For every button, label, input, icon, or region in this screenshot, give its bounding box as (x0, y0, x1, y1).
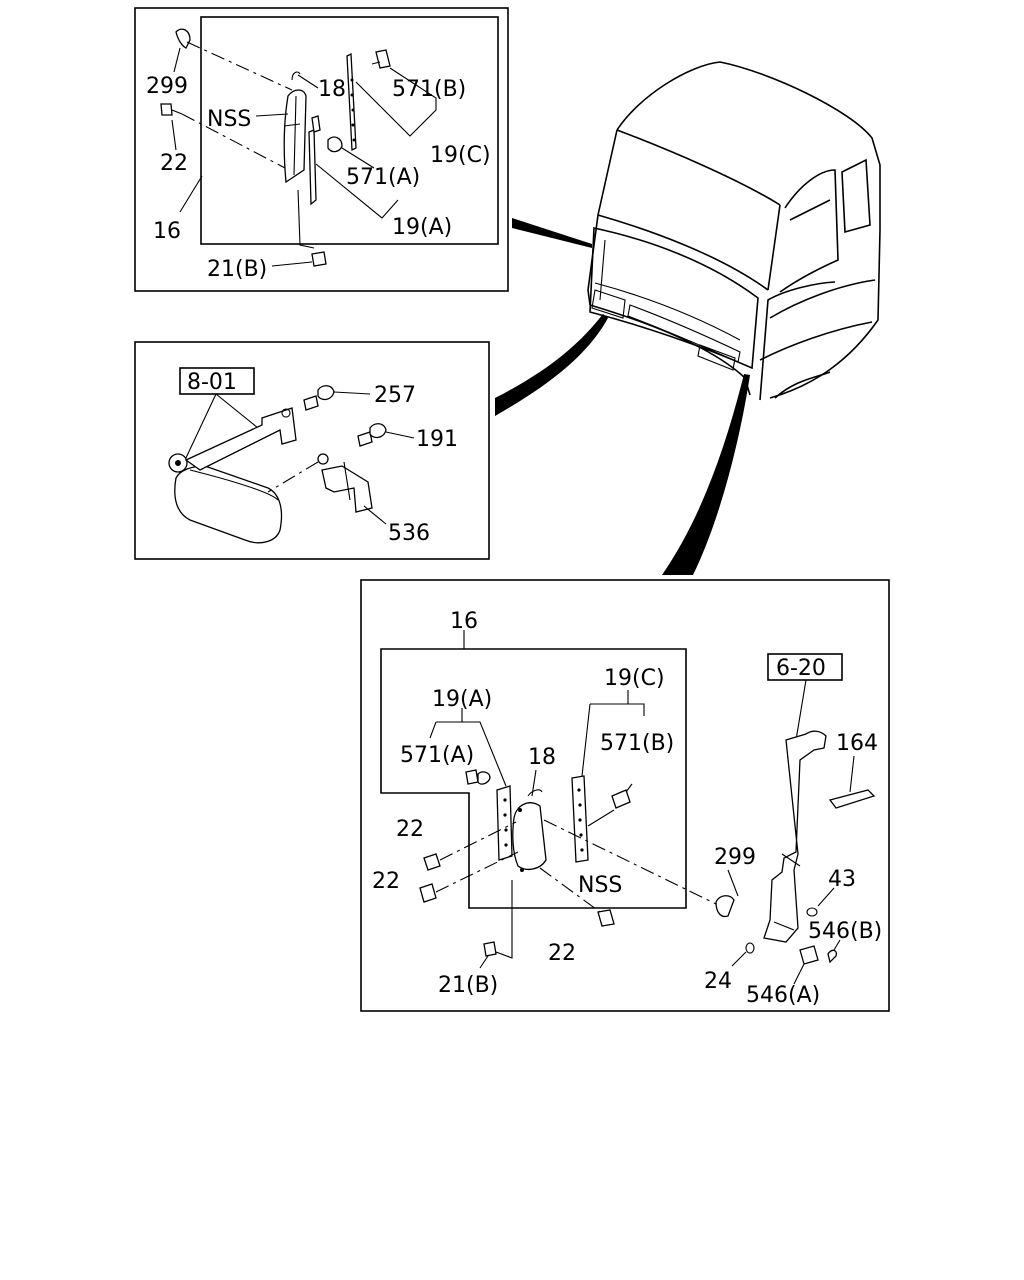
callout-21b: 21(B) (438, 973, 498, 998)
callout-22: 22 (160, 151, 188, 176)
ref-6-20: 6-20 (776, 656, 826, 681)
callout-nss: NSS (578, 873, 622, 898)
callout-536: 536 (388, 521, 430, 546)
callout-164: 164 (836, 731, 878, 756)
callout-16: 16 (450, 609, 478, 634)
pointer-wedge-bottom (662, 374, 750, 575)
callout-24: 24 (704, 969, 732, 994)
callout-21b: 21(B) (207, 257, 267, 282)
callout-22-upper: 22 (396, 817, 424, 842)
callout-19c: 19(C) (430, 143, 491, 168)
callout-16: 16 (153, 219, 181, 244)
callout-299: 299 (146, 74, 188, 99)
panel-middle: 8-01 257 191 536 (134, 341, 490, 560)
callout-22-lower: 22 (372, 869, 400, 894)
callout-257: 257 (374, 383, 416, 408)
callout-571b: 571(B) (600, 731, 674, 756)
ref-8-01: 8-01 (187, 370, 237, 395)
truck-cab-illustration (587, 61, 881, 401)
callout-546b: 546(B) (808, 919, 882, 944)
ref-box-6-20 (767, 653, 843, 681)
pointer-wedge-top (512, 218, 592, 248)
callout-43: 43 (828, 867, 856, 892)
callout-18: 18 (318, 77, 346, 102)
callout-22-bottom: 22 (548, 941, 576, 966)
panel-top: 299 22 16 18 571(B) NSS 19(C) 571(A) 19(… (134, 7, 509, 292)
ref-box-8-01 (179, 367, 255, 395)
callout-nss: NSS (207, 107, 251, 132)
callout-571b: 571(B) (392, 77, 466, 102)
callout-19a: 19(A) (432, 687, 492, 712)
callout-299: 299 (714, 845, 756, 870)
callout-18: 18 (528, 745, 556, 770)
callout-19c: 19(C) (604, 666, 665, 691)
callout-571a: 571(A) (346, 165, 420, 190)
pointer-wedge-mid (495, 314, 608, 416)
callout-19a: 19(A) (392, 215, 452, 240)
panel-bottom: 6-20 16 19(A) 19(C) 571(A) 18 571(B) 22 … (360, 579, 890, 1012)
callout-571a: 571(A) (400, 743, 474, 768)
callout-546a: 546(A) (746, 983, 820, 1008)
callout-191: 191 (416, 427, 458, 452)
